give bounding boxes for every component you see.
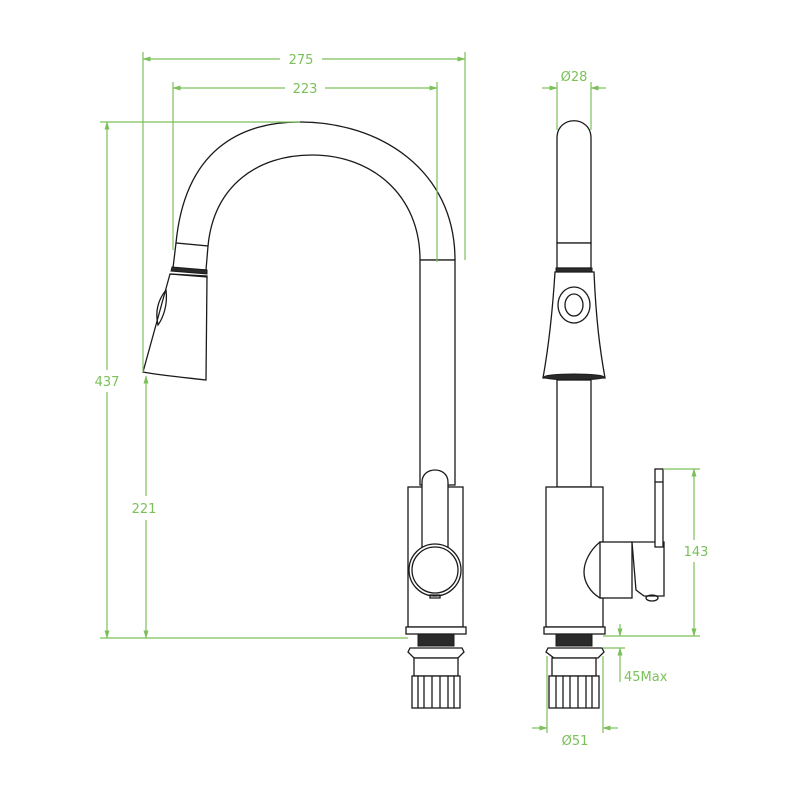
side-lever-stick: [654, 468, 664, 548]
dim-spout-clearance: 221: [132, 502, 157, 517]
dim-max-deck-thickness: 45Max: [624, 670, 668, 685]
side-mounting-nut: [548, 675, 600, 709]
washer: [407, 647, 465, 659]
base-ring: [405, 626, 467, 635]
spout-tube: [419, 259, 456, 486]
dim-head-diameter: Ø28: [561, 70, 588, 85]
spray-head: [142, 273, 208, 381]
dim-handle-height: 143: [684, 545, 709, 560]
mounting-nut: [411, 675, 461, 709]
threaded-shank: [417, 633, 455, 647]
side-lever-block: [631, 541, 665, 597]
side-view: [542, 120, 665, 709]
dim-base-diameter: Ø51: [562, 734, 589, 749]
lever-handle: [421, 469, 449, 549]
cartridge-cap: [408, 543, 462, 597]
spray-button-side: [156, 288, 168, 327]
side-spray-head: [542, 271, 606, 379]
dim-spout-reach: 223: [293, 82, 318, 97]
front-view: [142, 121, 467, 709]
spout-inner-arc: [207, 154, 421, 261]
spout-outer-arc: [175, 121, 456, 261]
spray-head-collar: [172, 242, 209, 271]
spray-head-ring: [170, 266, 208, 275]
handle-housing-notch: [583, 541, 604, 599]
dim-overall-height: 437: [95, 375, 120, 390]
spray-toggle-button: [557, 286, 591, 324]
dimension-lines: 275 223 437 221 Ø28 143: [95, 52, 709, 749]
dim-overall-reach: 275: [289, 53, 314, 68]
side-spout-tube: [556, 120, 592, 244]
side-lower-tube: [556, 379, 592, 488]
side-collar: [556, 242, 592, 269]
